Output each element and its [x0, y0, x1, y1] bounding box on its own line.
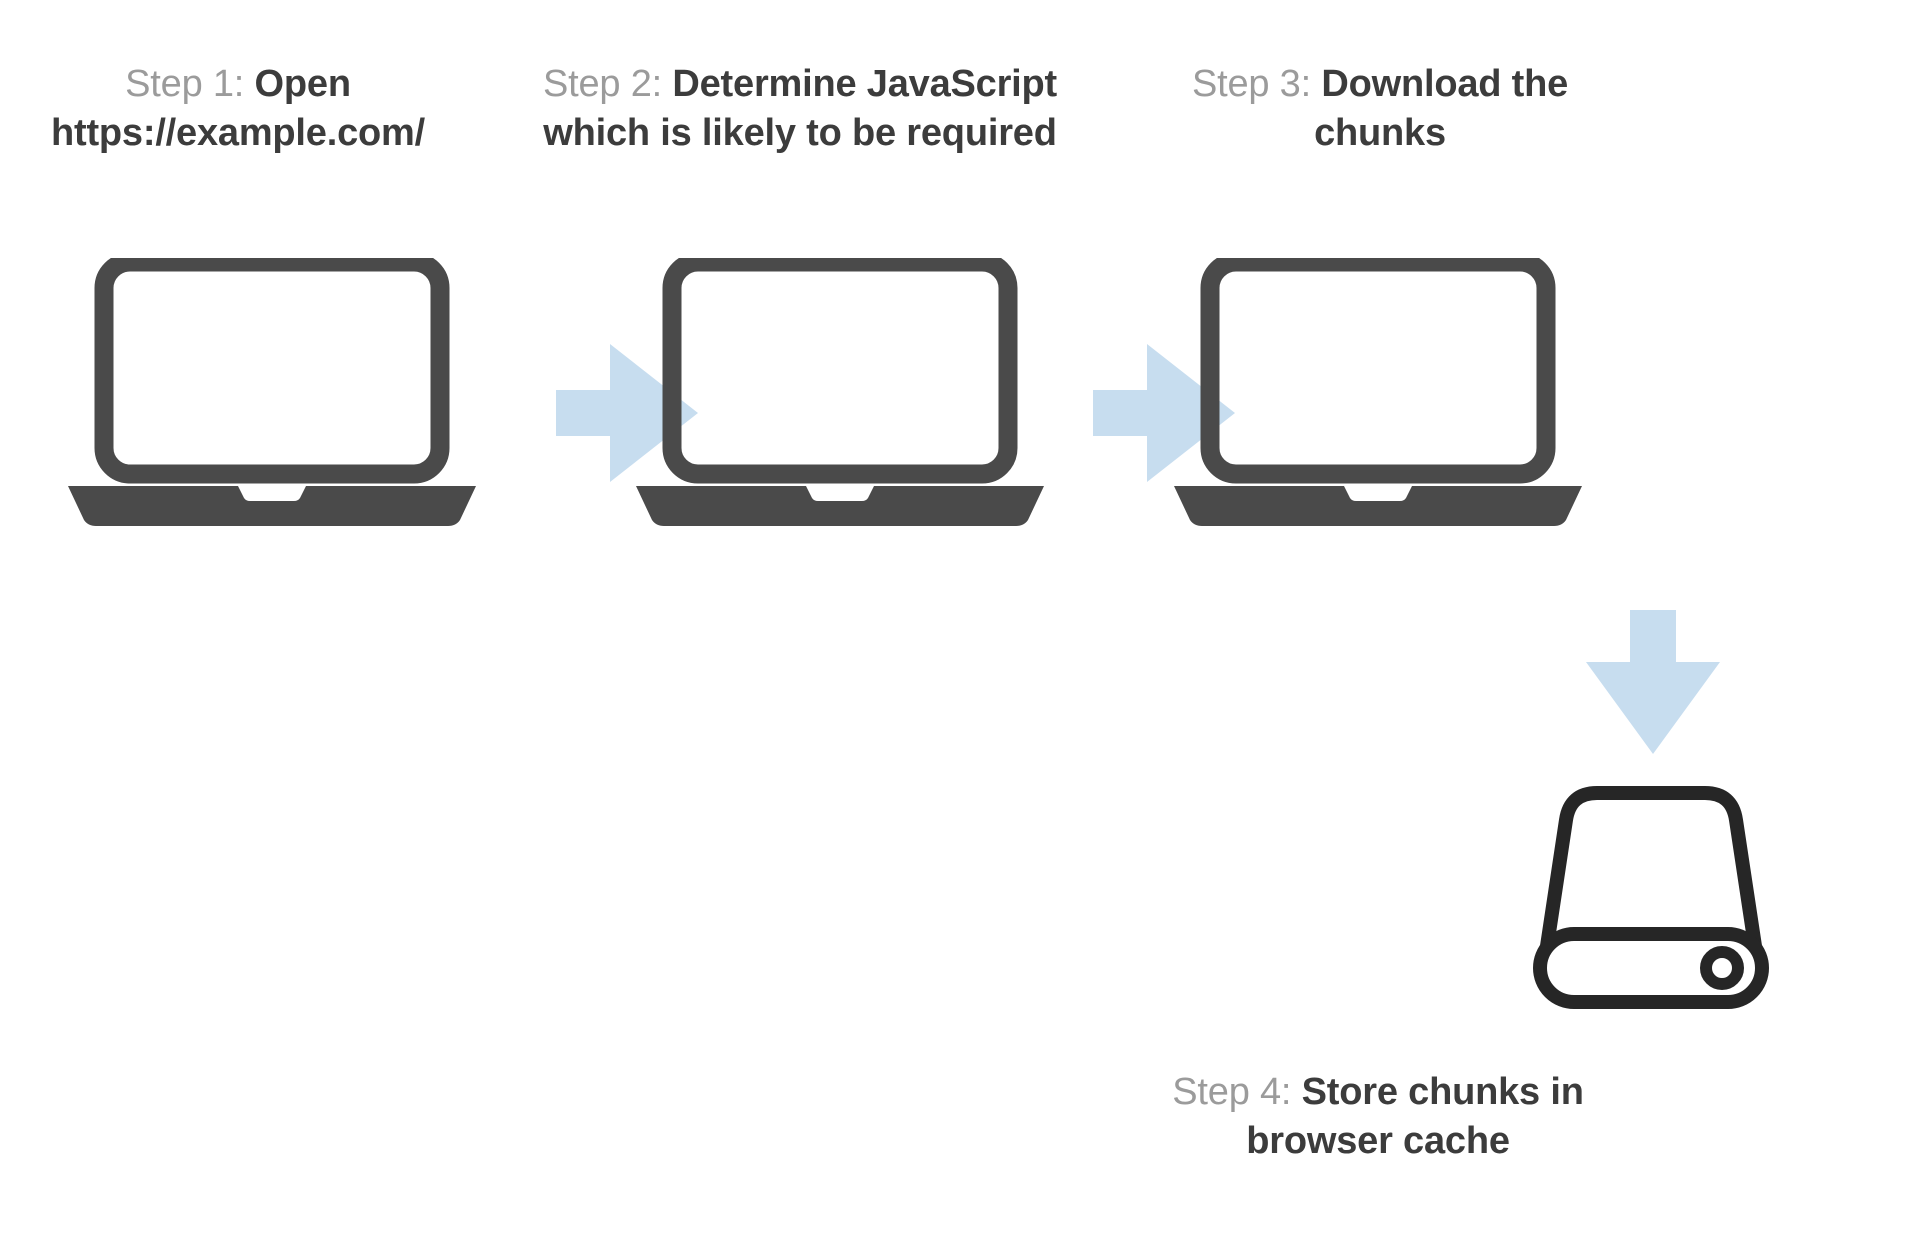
arrow-down-icon: [1586, 610, 1720, 754]
arrow-right-icon: [1093, 344, 1235, 482]
step-3-caption: Step 3: Download the chunks: [1172, 60, 1588, 157]
laptop-icon: [62, 258, 482, 528]
step-1-caption: Step 1: Open https://example.com/: [28, 60, 448, 157]
step-1-number: Step 1:: [125, 63, 245, 105]
step-4-caption: Step 4: Store chunks in browser cache: [1168, 1068, 1588, 1165]
step-4-text: Store chunks in browser cache: [1246, 1071, 1584, 1162]
step-3-text: Download the chunks: [1314, 63, 1569, 154]
laptop-icon: [630, 258, 1050, 528]
arrow-right-icon: [556, 344, 698, 482]
step-4-number: Step 4:: [1172, 1071, 1292, 1113]
disk-drive-icon: [1530, 782, 1772, 1012]
step-2-number: Step 2:: [542, 63, 663, 105]
step-3-number: Step 3:: [1191, 63, 1311, 105]
laptop-icon: [1168, 258, 1588, 528]
step-2-caption: Step 2: Determine JavaScript which is li…: [540, 60, 1060, 157]
step-1-text: Open https://example.com/: [51, 63, 425, 154]
step-2-text: Determine JavaScript which is likely to …: [543, 63, 1058, 154]
